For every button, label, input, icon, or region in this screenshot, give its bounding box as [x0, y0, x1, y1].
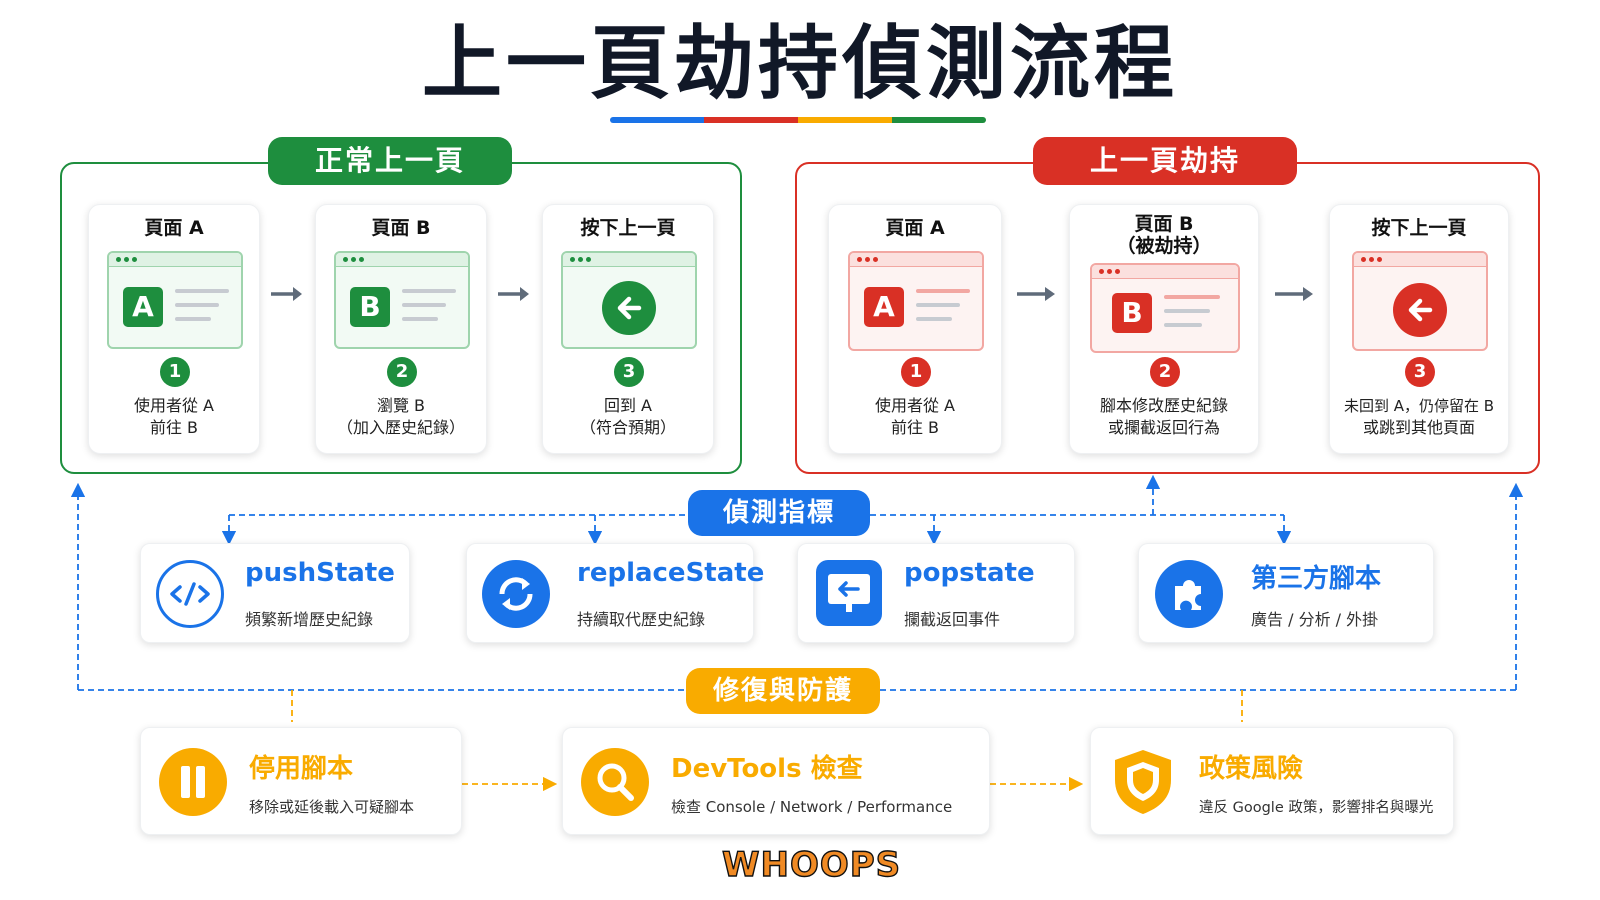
step-desc: 腳本修改歷史紀錄: [1099, 396, 1228, 415]
step-desc: 瀏覽 B: [376, 396, 426, 415]
indicator-card-third-party: 第三方腳本 廣告 / 分析 / 外掛: [1138, 543, 1434, 643]
right-arrow-icon: [271, 287, 302, 301]
indicator-card-popstate: popstate 攔截返回事件: [797, 543, 1075, 643]
step-title: 頁面 A: [885, 217, 945, 239]
code-icon: [156, 560, 224, 628]
back-screen-icon: [816, 560, 882, 626]
step-title: 頁面 A: [144, 217, 204, 239]
normal-back-label: 正常上一頁: [268, 137, 512, 185]
pause-icon: [159, 748, 227, 816]
hijack-step-page-a: 頁面 A A 1 使用者從 A 前往 B: [828, 204, 1002, 454]
watermark: WHOOPS: [721, 844, 902, 885]
step-desc: 使用者從 A: [133, 396, 215, 415]
browser-window: [561, 251, 697, 349]
indicators-label: 偵測指標: [688, 490, 870, 536]
browser-window: B: [1090, 263, 1240, 353]
page-title: 上一頁劫持偵測流程: [422, 17, 1178, 110]
step-number-badge: 3: [614, 357, 644, 387]
remediation-name: 政策風險: [1199, 754, 1304, 784]
step-desc: 或攔截返回行為: [1107, 418, 1220, 437]
normal-step-back: 按下上一頁 3 回到 A （符合預期）: [542, 204, 714, 454]
step-desc: 未回到 A，仍停留在 B: [1343, 397, 1495, 415]
page-letter-badge: B: [350, 287, 390, 327]
hijack-step-page-b: 頁面 B （被劫持） B 2 腳本修改歷史紀錄 或攔截返回行為: [1069, 204, 1259, 454]
step-title: 頁面 B: [1134, 213, 1194, 235]
refresh-icon: [482, 560, 550, 628]
hijack-panel: 頁面 A A 1 使用者從 A 前往 B 頁面 B （被劫持） B 2 腳本修改…: [795, 162, 1540, 474]
step-number-badge: 1: [160, 357, 190, 387]
indicator-name: 第三方腳本: [1251, 564, 1382, 594]
step-number-badge: 1: [901, 357, 931, 387]
step-desc: 回到 A: [603, 396, 653, 415]
page-letter-badge: B: [1112, 293, 1152, 333]
title-underline: [610, 117, 986, 123]
step-title: 頁面 B: [371, 217, 431, 239]
right-arrow-icon: [1017, 287, 1055, 301]
shield-icon: [1109, 746, 1177, 818]
step-title: 按下上一頁: [1371, 217, 1467, 239]
normal-step-page-a: 頁面 A A 1 使用者從 A 前往 B: [88, 204, 260, 454]
step-subtitle: （被劫持）: [1116, 235, 1212, 257]
back-arrow-icon: [602, 281, 656, 335]
remediation-card-policy-risk: 政策風險 違反 Google 政策，影響排名與曝光: [1090, 727, 1454, 835]
normal-back-panel: 頁面 A A 1 使用者從 A 前往 B 頁面 B B 2 瀏覽 B （加入歷史…: [60, 162, 742, 474]
remediation-card-devtools: DevTools 檢查 檢查 Console / Network / Perfo…: [562, 727, 990, 835]
indicator-desc: 廣告 / 分析 / 外掛: [1251, 610, 1379, 629]
browser-window: A: [848, 251, 984, 351]
back-arrow-icon: [1393, 283, 1447, 337]
browser-window: [1352, 251, 1488, 351]
step-desc: 使用者從 A: [874, 396, 956, 415]
step-number-badge: 3: [1405, 357, 1435, 387]
step-desc: （加入歷史紀錄）: [336, 418, 465, 437]
step-title: 按下上一頁: [580, 217, 676, 239]
page-letter-badge: A: [864, 287, 904, 327]
hijack-step-back: 按下上一頁 3 未回到 A，仍停留在 B 或跳到其他頁面: [1329, 204, 1509, 454]
step-desc: （符合預期）: [579, 418, 676, 437]
step-desc: 或跳到其他頁面: [1362, 418, 1475, 437]
remediation-name: 停用腳本: [249, 754, 354, 784]
indicator-desc: 頻繁新增歷史紀錄: [245, 610, 374, 629]
remediation-name: DevTools 檢查: [671, 754, 863, 784]
step-desc: 前往 B: [149, 418, 199, 437]
remediation-desc: 移除或延後載入可疑腳本: [249, 798, 415, 816]
step-number-badge: 2: [387, 357, 417, 387]
step-number-badge: 2: [1150, 357, 1180, 387]
right-arrow-icon: [1275, 287, 1313, 301]
right-arrow-icon: [498, 287, 529, 301]
indicator-desc: 持續取代歷史紀錄: [577, 610, 706, 629]
indicator-desc: 攔截返回事件: [904, 610, 1001, 629]
step-desc: 前往 B: [890, 418, 940, 437]
hijack-label: 上一頁劫持: [1033, 137, 1297, 185]
browser-window: B: [334, 251, 470, 349]
puzzle-icon: [1155, 560, 1223, 628]
normal-step-page-b: 頁面 B B 2 瀏覽 B （加入歷史紀錄）: [315, 204, 487, 454]
remediation-label: 修復與防護: [686, 668, 880, 714]
remediation-card-disable-script: 停用腳本 移除或延後載入可疑腳本: [140, 727, 462, 835]
magnifier-icon: [581, 748, 649, 816]
indicator-name: replaceState: [577, 558, 765, 588]
indicator-name: popstate: [904, 558, 1035, 588]
page-letter-badge: A: [123, 287, 163, 327]
indicator-card-pushstate: pushState 頻繁新增歷史紀錄: [140, 543, 410, 643]
remediation-desc: 違反 Google 政策，影響排名與曝光: [1199, 800, 1434, 816]
remediation-desc: 檢查 Console / Network / Performance: [671, 798, 953, 816]
indicator-name: pushState: [245, 558, 395, 588]
indicator-card-replacestate: replaceState 持續取代歷史紀錄: [466, 543, 764, 643]
browser-window: A: [107, 251, 243, 349]
